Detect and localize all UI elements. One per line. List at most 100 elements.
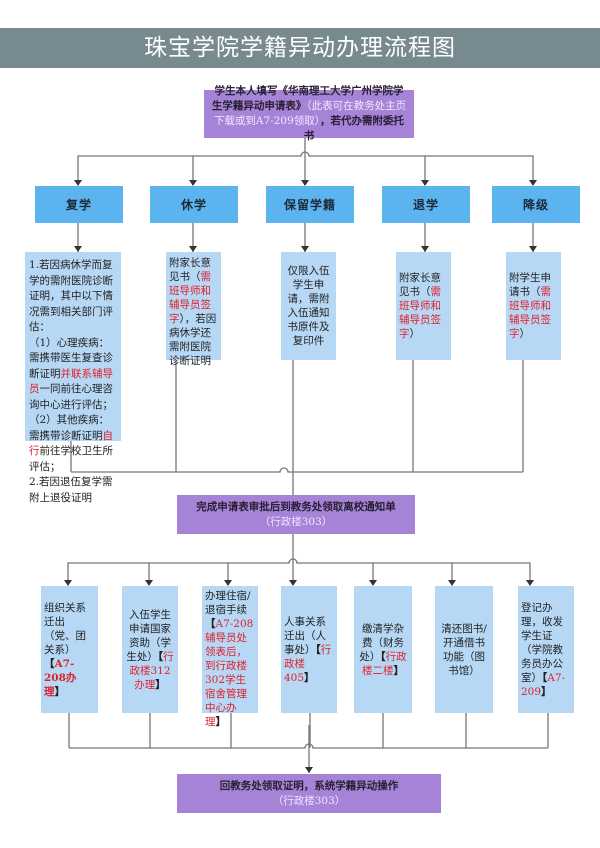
title-banner: 珠宝学院学籍异动办理流程图 — [0, 28, 600, 68]
detail-resume: 1.若因病休学而复学的需附医院诊断证明，其中以下情况需到相关部门评估： （1）心… — [25, 252, 121, 504]
bracket: 】 — [393, 664, 405, 677]
highlight-text: 自行 — [29, 429, 113, 458]
resume-rule-mental: （1）心理疾病：需携带医生复查诊断证明并联系辅导员一同前往心理咨询中心进行评估； — [29, 336, 117, 414]
arrow-head — [224, 580, 232, 586]
highlight-text: 需班导师和辅导员签字 — [169, 271, 211, 325]
step-text: 人事关系迁出（人事处）【行政楼405】 — [284, 615, 334, 685]
bracket: 【 — [380, 650, 386, 663]
start-step-text: 学生本人填写《华南理工大学广州学院学生学籍异动申请表》（此表可在教务处主页下载或… — [210, 84, 408, 144]
highlight-text: 需班导师和辅导员签字 — [399, 286, 441, 340]
bracket: 】 — [155, 678, 166, 691]
arrow-head — [421, 180, 429, 186]
arrow-head — [289, 580, 297, 586]
category-label: 退学 — [412, 197, 439, 212]
connector — [71, 467, 523, 473]
bracket: 】 — [541, 685, 552, 698]
step-org-relation: 组织关系迁出（党、团关系）【A7-208办理】 — [41, 586, 98, 713]
bracket: 【 — [205, 618, 216, 630]
bracket: 【 — [157, 650, 164, 663]
final-step-box: 回教务处领取证明，系统学籍异动操作 （行政楼303） — [177, 774, 441, 813]
category-label: 保留学籍 — [283, 197, 336, 212]
detail-withdraw: 附家长意见书（需班导师和辅导员签字） — [396, 252, 451, 360]
arrow-head — [301, 180, 309, 186]
resume-rule-2: 2.若因退伍复学需附上退役证明 — [29, 476, 113, 504]
step-text: 组织关系迁出（党、团关系）【A7-208办理】 — [44, 601, 95, 699]
text: 入伍学生申请国家资助（学生处） — [126, 608, 171, 663]
bracket: 】 — [54, 685, 66, 698]
start-step-box: 学生本人填写《华南理工大学广州学院学生学籍异动申请表》（此表可在教务处主页下载或… — [204, 85, 414, 142]
text: ） — [409, 328, 421, 340]
text: 清还图书/开通借书功能（图书馆） — [441, 622, 487, 677]
leave-notice-text: 完成申请表审批后到教务处领取离校通知单 — [196, 500, 396, 513]
bracket: 【 — [542, 671, 548, 684]
text: （2）其他疾病：需携带诊断证明 — [29, 414, 110, 442]
arrow-head — [529, 180, 537, 186]
suspend-text: 附家长意见书（需班导师和辅导员签字），若因病休学还需附医院诊断证明 — [169, 256, 218, 368]
text: 办理住宿/退宿手续 — [205, 590, 251, 616]
category-label: 降级 — [522, 197, 549, 212]
highlight-text: A7-208办理 — [44, 657, 77, 698]
text: 附学生申请书（ — [509, 272, 551, 298]
text: 人事关系迁出（人事处） — [284, 615, 326, 656]
category-demote: 降级 — [492, 186, 580, 223]
category-withdraw: 退学 — [382, 186, 470, 223]
text: 附家长意见书（ — [399, 272, 441, 298]
highlight-text: 行政楼312办理 — [129, 650, 174, 691]
highlight-text: 需班导师和辅导员签字 — [509, 286, 551, 340]
start-step-main: 学生本人填写《华南理工大学广州学院学生学籍异动申请表》 — [211, 85, 404, 112]
bracket: 】 — [215, 716, 227, 728]
leave-notice-box: 完成申请表审批后到教务处领取离校通知单 （行政楼303） — [177, 495, 415, 534]
step-text: 缴清学杂费（财务处）【行政楼二楼】 — [357, 622, 409, 678]
text: ） — [519, 328, 531, 340]
reserve-text: 仅限入伍学生申请，需附入伍通知书原件及复印件 — [287, 265, 330, 347]
step-text: 清还图书/开通借书功能（图书馆） — [438, 622, 490, 678]
arrow-head — [305, 767, 313, 773]
connector — [67, 558, 531, 585]
step-personnel: 人事关系迁出（人事处）【行政楼405】 — [281, 586, 337, 713]
category-reserve: 保留学籍 — [266, 186, 354, 223]
resume-rule-other: （2）其他疾病：需携带诊断证明自行前往学校卫生所评估； — [29, 413, 117, 475]
step-tuition: 缴清学杂费（财务处）【行政楼二楼】 — [354, 586, 412, 713]
highlight-text: 行政楼405 — [284, 643, 332, 684]
category-resume: 复学 — [35, 186, 123, 223]
highlight-text: A7-208辅导员处领表后，到行政楼302学生宿舍管理中心办理 — [205, 618, 254, 728]
step-library: 清还图书/开通借书功能（图书馆） — [435, 586, 493, 713]
arrow-head — [145, 580, 153, 586]
text: 附家长意见书（ — [169, 257, 211, 283]
text: ），若因病休学还需附医院诊断证明 — [169, 313, 217, 367]
arrow-head — [74, 180, 82, 186]
category-label: 复学 — [65, 197, 92, 212]
step-text: 办理住宿/退宿手续【A7-208辅导员处领表后，到行政楼302学生宿舍管理中心办… — [205, 589, 255, 729]
final-step-text: 回教务处领取证明，系统学籍异动操作 — [219, 779, 399, 792]
bracket: 【 — [44, 657, 55, 670]
start-step-proxy: ，若代办需附委托书 — [303, 115, 405, 142]
text: 前往学校卫生所评估； — [29, 445, 113, 473]
arrow-head — [189, 246, 197, 252]
arrow-head — [529, 246, 537, 252]
text: 一同前往心理咨询中心进行评估； — [29, 383, 113, 411]
category-label: 休学 — [180, 197, 207, 212]
withdraw-text: 附家长意见书（需班导师和辅导员签字） — [399, 271, 448, 341]
highlight-text: A7-209 — [521, 671, 566, 698]
detail-suspend: 附家长意见书（需班导师和辅导员签字），若因病休学还需附医院诊断证明 — [166, 252, 221, 367]
final-step-location: （行政楼303） — [272, 794, 346, 807]
text: （1）心理疾病：需携带医生复查诊断证明 — [29, 336, 113, 380]
arrow-head — [189, 180, 197, 186]
step-text: 登记办理，收发学生证（学院教务员办公室）【A7-209】 — [521, 601, 571, 699]
arrow-head — [448, 580, 456, 586]
arrow-head — [421, 246, 429, 252]
highlight-text: 行政楼二楼 — [362, 650, 407, 677]
arrow-head — [64, 580, 72, 586]
page-title: 珠宝学院学籍异动办理流程图 — [144, 35, 456, 61]
text: 组织关系迁出（党、团关系） — [44, 601, 86, 656]
detail-reserve: 仅限入伍学生申请，需附入伍通知书原件及复印件 — [281, 252, 336, 360]
step-student-card: 登记办理，收发学生证（学院教务员办公室）【A7-209】 — [518, 586, 574, 713]
step-dormitory: 办理住宿/退宿手续【A7-208辅导员处领表后，到行政楼302学生宿舍管理中心办… — [202, 586, 258, 728]
resume-rule-1: 1.若因病休学而复学的需附医院诊断证明，其中以下情况需到相关部门评估： — [29, 259, 113, 333]
category-suspend: 休学 — [150, 186, 238, 223]
step-text: 入伍学生申请国家资助（学生处）【行政楼312办理】 — [125, 608, 175, 692]
step-state-aid: 入伍学生申请国家资助（学生处）【行政楼312办理】 — [122, 586, 178, 713]
arrow-head — [526, 580, 534, 586]
start-step-note: （此表可在教务处主页下载或到A7-209领取） — [213, 100, 407, 127]
